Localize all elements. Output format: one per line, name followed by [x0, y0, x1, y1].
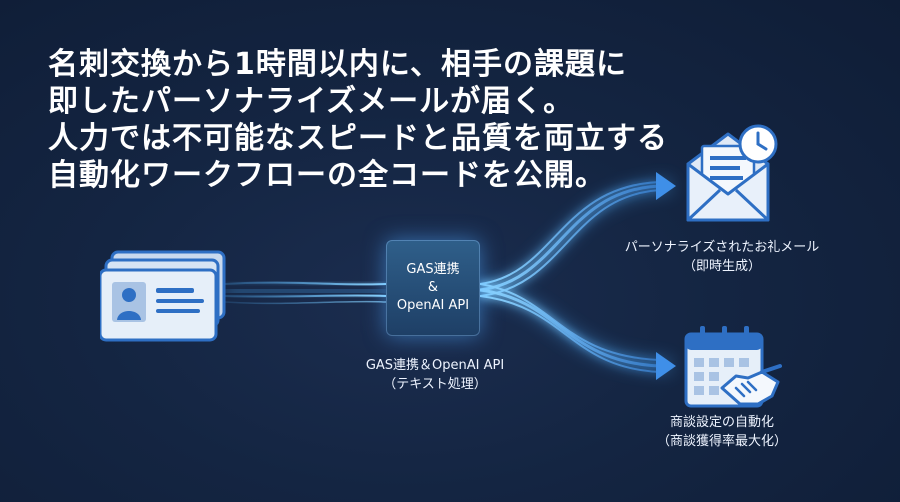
process-caption-line-2: （テキスト処理）	[383, 377, 487, 392]
email-arrowhead	[656, 172, 676, 200]
calendar-handshake-icon	[684, 326, 782, 408]
meeting-stream	[478, 282, 676, 380]
process-caption: GAS連携＆OpenAI API （テキスト処理）	[330, 356, 540, 394]
process-caption-line-1: GAS連携＆OpenAI API	[365, 358, 505, 373]
hub-line-3: OpenAI API	[396, 298, 470, 313]
meeting-caption-line-2: （商談獲得率最大化）	[656, 434, 787, 449]
headline: 名刺交換から1時間以内に、相手の課題に 即したパーソナライズメールが届く。 人力…	[48, 46, 668, 194]
envelope-clock-icon	[686, 124, 778, 222]
headline-line-4: 自動化ワークフローの全コードを公開。	[48, 158, 606, 193]
headline-line-2: 即したパーソナライズメールが届く。	[48, 84, 575, 119]
meeting-output-caption: 商談設定の自動化 （商談獲得率最大化）	[612, 413, 832, 451]
email-output-caption: パーソナライズされたお礼メール （即時生成）	[596, 238, 848, 276]
hub-line-2: &	[427, 280, 439, 295]
input-stream	[224, 281, 387, 305]
headline-line-3: 人力では不可能なスピードと品質を両立する	[48, 121, 668, 156]
email-caption-line-2: （即時生成）	[682, 259, 761, 274]
email-stream	[478, 172, 676, 298]
meeting-arrowhead	[656, 352, 676, 380]
meeting-caption-line-1: 商談設定の自動化	[669, 415, 774, 430]
processing-hub: GAS連携 & OpenAI API	[386, 240, 480, 336]
headline-line-1: 名刺交換から1時間以内に、相手の課題に	[48, 47, 627, 82]
business-card-stack-icon	[100, 250, 226, 342]
email-caption-line-1: パーソナライズされたお礼メール	[624, 240, 820, 255]
hub-line-1: GAS連携	[406, 262, 460, 277]
